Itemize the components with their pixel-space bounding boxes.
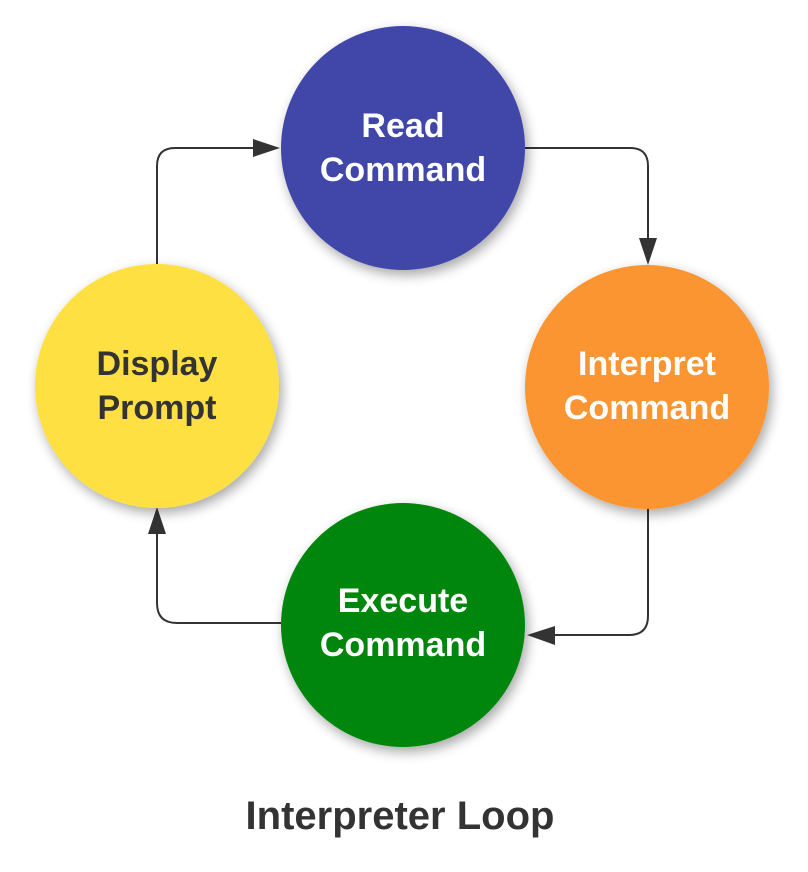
node-execute-label-line2: Command — [320, 626, 486, 664]
node-read: Read Command — [281, 26, 525, 270]
arrowhead-icon — [253, 139, 280, 157]
node-display: Display Prompt — [35, 264, 279, 508]
connector-line — [156, 533, 281, 624]
node-read-circle — [281, 26, 525, 270]
node-display-label-line1: Display — [97, 345, 218, 383]
node-read-label-line1: Read — [361, 107, 444, 145]
node-interpret: Interpret Command — [525, 265, 769, 509]
node-read-label-line2: Command — [320, 151, 486, 189]
node-interpret-circle — [525, 265, 769, 509]
edge-interpret-to-execute — [527, 508, 649, 645]
edge-read-to-interpret — [525, 147, 657, 265]
node-interpret-label-line2: Command — [564, 389, 730, 427]
node-interpret-label-line1: Interpret — [578, 345, 716, 383]
arrowhead-icon — [527, 626, 555, 645]
connector-line — [525, 147, 649, 240]
edge-execute-to-display — [148, 507, 281, 624]
node-execute-label-line1: Execute — [338, 582, 468, 620]
arrowhead-icon — [148, 507, 166, 534]
edge-display-to-read — [156, 139, 280, 264]
node-display-label-line2: Prompt — [98, 389, 217, 427]
connector-line — [156, 147, 255, 264]
connector-line — [555, 508, 649, 636]
arrowhead-icon — [639, 238, 657, 265]
diagram-title: Interpreter Loop — [246, 794, 555, 838]
node-display-circle — [35, 264, 279, 508]
node-execute-circle — [281, 503, 525, 747]
node-execute: Execute Command — [281, 503, 525, 747]
